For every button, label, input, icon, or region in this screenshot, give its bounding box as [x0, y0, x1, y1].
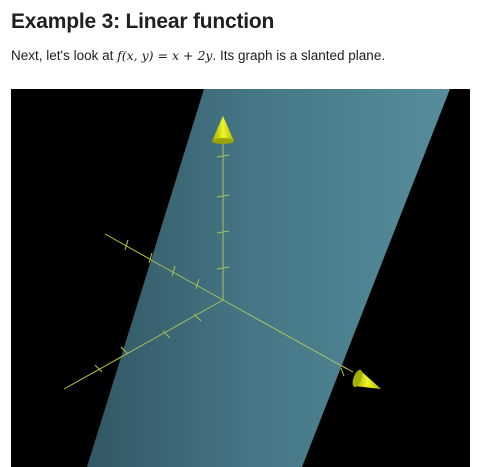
- formula: f(x, y) = x + 2y: [117, 48, 213, 63]
- intro-text-start: Next, let's look at: [11, 48, 118, 63]
- intro-paragraph: Next, let's look at f(x, y) = x + 2y. It…: [11, 48, 385, 63]
- intro-text-end: . Its graph is a slanted plane.: [212, 48, 386, 63]
- 3d-plot-canvas[interactable]: [11, 89, 470, 467]
- axes-through-plane: [113, 142, 348, 370]
- z-axis-arrowhead-icon: [212, 116, 234, 144]
- page-title: Example 3: Linear function: [11, 10, 275, 33]
- graph-plane: [87, 89, 450, 467]
- x-axis-arrowhead-icon: [352, 369, 381, 389]
- 3d-plot-viewer[interactable]: [11, 89, 470, 467]
